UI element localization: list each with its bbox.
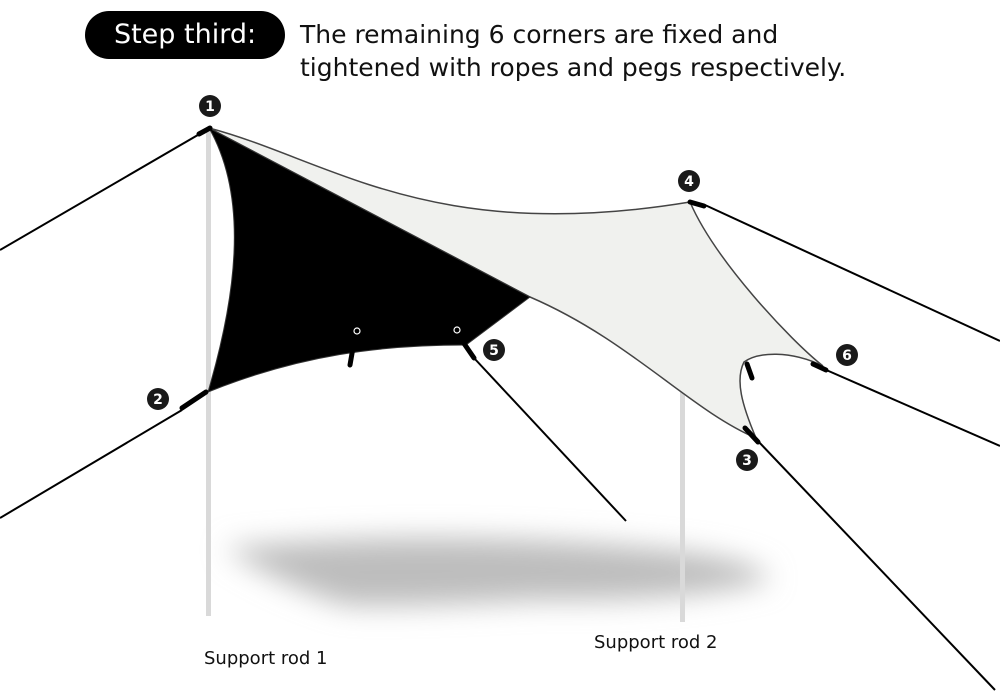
strap-inner-right: [744, 361, 755, 381]
corner-marker-5-label: 5: [489, 343, 499, 359]
tarp-rings: [353, 326, 461, 335]
rope-corner-1: [0, 131, 204, 251]
ring-inner-center: [453, 326, 461, 334]
instruction-line-2: tightened with ropes and pegs respective…: [300, 53, 847, 82]
corner-marker-6-label: 6: [842, 348, 852, 364]
support-rod-1: [206, 128, 211, 616]
support-rod-1-label: Support rod 1: [204, 648, 328, 669]
corner-marker-6: 6: [836, 344, 858, 366]
rope-corner-3: [756, 439, 996, 691]
ground-shadow: [225, 538, 770, 606]
ring-inner-left: [353, 327, 361, 335]
strap-corner-3: [742, 425, 761, 445]
corner-marker-3: 3: [736, 449, 758, 471]
support-rod-2: [680, 380, 685, 622]
step-label: Step third:: [113, 19, 257, 50]
corner-marker-1: 1: [199, 95, 221, 117]
rope-corner-2: [0, 409, 183, 519]
corner-marker-4: 4: [678, 170, 700, 192]
corner-marker-2: 2: [147, 388, 169, 410]
rope-corner-4: [704, 204, 1000, 342]
rope-corner-5: [473, 357, 627, 522]
instruction-line-1: The remaining 6 corners are fixed and: [300, 20, 779, 49]
strap-corner-5: [460, 339, 477, 361]
strap-corner-2: [179, 389, 209, 411]
ropes: [0, 131, 1000, 691]
strap-inner-left: [347, 333, 358, 368]
corner-marker-4-label: 4: [684, 174, 694, 190]
step-label-pill: Step third:: [85, 11, 285, 59]
corner-marker-5: 5: [483, 339, 505, 361]
instruction-text: The remaining 6 corners are fixed and ti…: [300, 18, 980, 84]
corner-marker-1-label: 1: [205, 99, 215, 115]
corner-marker-3-label: 3: [742, 453, 752, 469]
strap-corner-6: [810, 361, 829, 373]
support-rod-2-label: Support rod 2: [594, 632, 718, 653]
tarp-fittings: [179, 125, 829, 445]
strap-corner-1: [196, 125, 213, 137]
rope-corner-6: [823, 368, 1000, 447]
corner-marker-2-label: 2: [153, 392, 163, 408]
strap-corner-4: [687, 199, 707, 209]
